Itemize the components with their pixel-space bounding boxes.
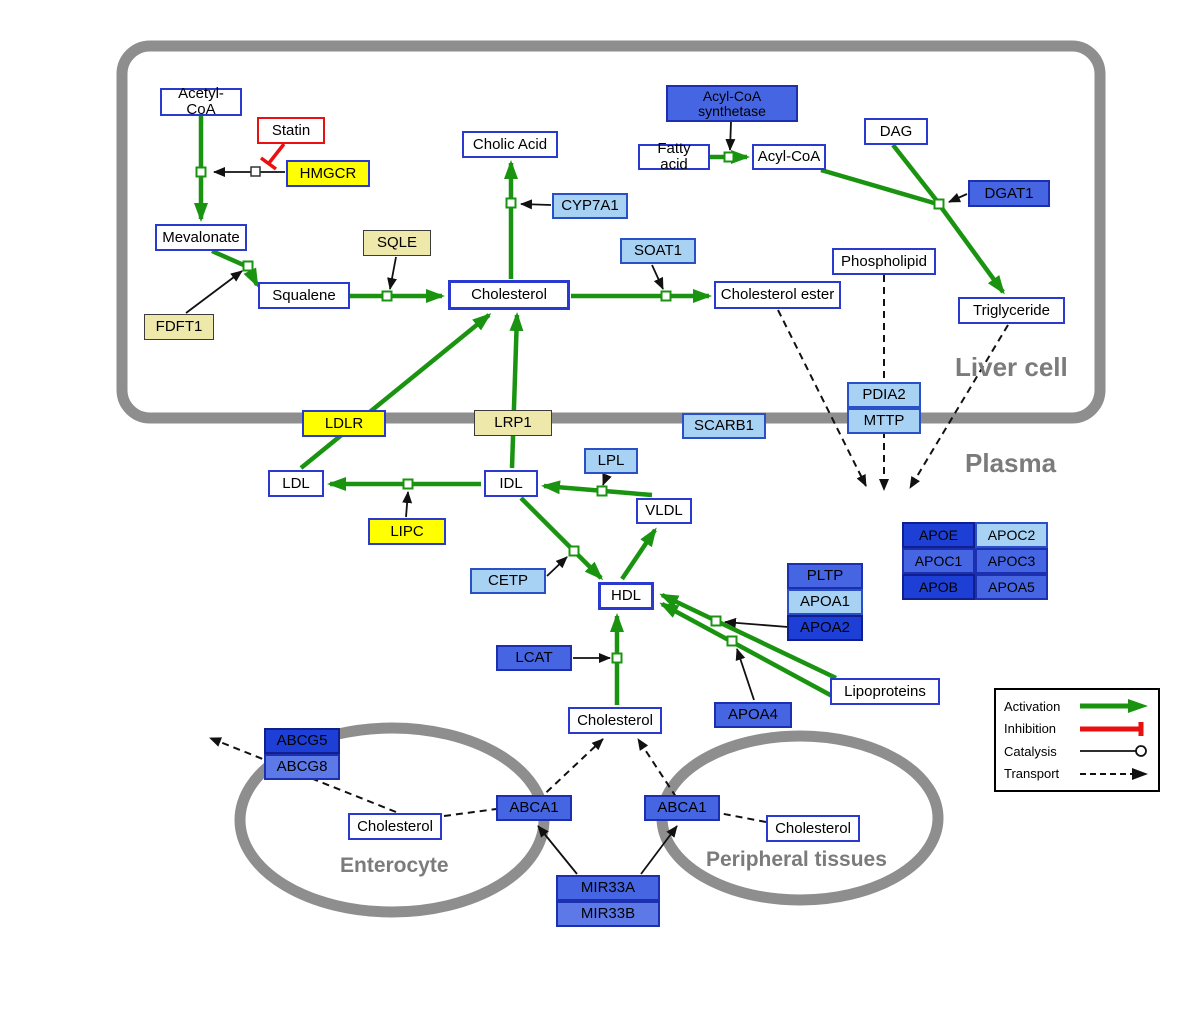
node-dgat1[interactable]: DGAT1 xyxy=(968,180,1050,207)
node-ldl[interactable]: LDL xyxy=(268,470,324,497)
node-cholic-acid[interactable]: Cholic Acid xyxy=(462,131,558,158)
node-lrp1[interactable]: LRP1 xyxy=(474,410,552,436)
node-acyl-coa[interactable]: Acyl-CoA xyxy=(752,144,826,170)
legend-inhibition-label: Inhibition xyxy=(1004,721,1057,737)
catalysis-edges xyxy=(185,121,968,875)
node-abca1-peripheral[interactable]: ABCA1 xyxy=(644,795,720,821)
node-apoc3[interactable]: APOC3 xyxy=(975,548,1048,574)
node-vldl[interactable]: VLDL xyxy=(636,498,692,524)
node-hmgcr[interactable]: HMGCR xyxy=(286,160,370,187)
node-apoe[interactable]: APOE xyxy=(902,522,975,548)
node-pdia2[interactable]: PDIA2 xyxy=(847,382,921,408)
peripheral-tissues-label: Peripheral tissues xyxy=(706,848,887,871)
node-scarb1[interactable]: SCARB1 xyxy=(682,413,766,439)
inhibition-edge xyxy=(259,142,286,171)
node-phospholipid[interactable]: Phospholipid xyxy=(832,248,936,275)
node-triglyceride[interactable]: Triglyceride xyxy=(958,297,1065,324)
node-cyp7a1[interactable]: CYP7A1 xyxy=(552,193,628,219)
node-mttp[interactable]: MTTP xyxy=(847,408,921,434)
node-apoa4[interactable]: APOA4 xyxy=(714,702,792,728)
reaction-nodes xyxy=(195,151,945,664)
legend-activation-label: Activation xyxy=(1004,698,1061,714)
node-apoa1[interactable]: APOA1 xyxy=(787,589,863,615)
node-abcg8[interactable]: ABCG8 xyxy=(264,754,340,780)
node-acetyl-coa-liver[interactable]: Acetyl-CoA xyxy=(160,86,242,117)
node-ldlr[interactable]: LDLR xyxy=(302,410,386,437)
legend-inhibition: Inhibition xyxy=(1004,719,1150,739)
node-cholesterol-plasma[interactable]: Cholesterol xyxy=(568,707,662,734)
node-lipoproteins[interactable]: Lipoproteins xyxy=(830,678,940,705)
node-cholesterol-enterocyte[interactable]: Cholesterol xyxy=(348,813,442,840)
node-soat1[interactable]: SOAT1 xyxy=(620,238,696,264)
node-cholesterol-liver[interactable]: Cholesterol xyxy=(448,280,570,310)
node-apoc2[interactable]: APOC2 xyxy=(975,522,1048,548)
node-sqle[interactable]: SQLE xyxy=(363,230,431,256)
node-mir33a[interactable]: MIR33A xyxy=(556,875,660,901)
node-squalene[interactable]: Squalene xyxy=(258,282,350,309)
node-cholesterol-ester[interactable]: Cholesterol ester xyxy=(714,281,841,309)
legend-catalysis-label: Catalysis xyxy=(1004,743,1057,759)
node-statin[interactable]: Statin xyxy=(257,117,325,144)
legend-transport-label: Transport xyxy=(1004,766,1060,782)
enterocyte-label: Enterocyte xyxy=(340,854,449,877)
node-fdft1[interactable]: FDFT1 xyxy=(144,314,214,340)
node-lpl[interactable]: LPL xyxy=(584,448,638,474)
legend-transport: Transport xyxy=(1004,764,1150,784)
catalysis-circle-icon xyxy=(1080,745,1147,758)
legend-activation: Activation xyxy=(1004,696,1150,716)
liver-cell-label: Liver cell xyxy=(955,352,1068,382)
node-apoc1[interactable]: APOC1 xyxy=(902,548,975,574)
node-lipc[interactable]: LIPC xyxy=(368,518,446,545)
node-abcg5[interactable]: ABCG5 xyxy=(264,728,340,754)
inhibition-tbar-icon xyxy=(1080,721,1144,736)
node-cholesterol-peripheral[interactable]: Cholesterol xyxy=(766,815,860,842)
node-acyl-coa-synthetase[interactable]: Acyl-CoA synthetase xyxy=(666,85,798,122)
node-idl[interactable]: IDL xyxy=(484,470,538,497)
plasma-label: Plasma xyxy=(965,448,1057,478)
node-cetp[interactable]: CETP xyxy=(470,568,546,594)
node-fatty-acid[interactable]: Fatty acid xyxy=(638,141,710,172)
activation-arrow-icon xyxy=(1080,699,1148,713)
node-mir33b[interactable]: MIR33B xyxy=(556,901,660,927)
node-dag[interactable]: DAG xyxy=(864,118,928,145)
node-abca1-enterocyte[interactable]: ABCA1 xyxy=(496,795,572,821)
node-mevalonate[interactable]: Mevalonate xyxy=(155,224,247,251)
node-hdl[interactable]: HDL xyxy=(598,582,654,610)
node-lcat[interactable]: LCAT xyxy=(496,645,572,671)
legend: Activation Inhibition Catalysis Transpor… xyxy=(994,688,1160,792)
legend-catalysis: Catalysis xyxy=(1004,741,1150,761)
node-apob[interactable]: APOB xyxy=(902,574,975,600)
liver-cell-membrane xyxy=(116,40,1106,424)
transport-dashed-arrow-icon xyxy=(1080,767,1148,780)
node-apoa2[interactable]: APOA2 xyxy=(787,615,863,641)
node-apoa5[interactable]: APOA5 xyxy=(975,574,1048,600)
node-pltp[interactable]: PLTP xyxy=(787,563,863,589)
